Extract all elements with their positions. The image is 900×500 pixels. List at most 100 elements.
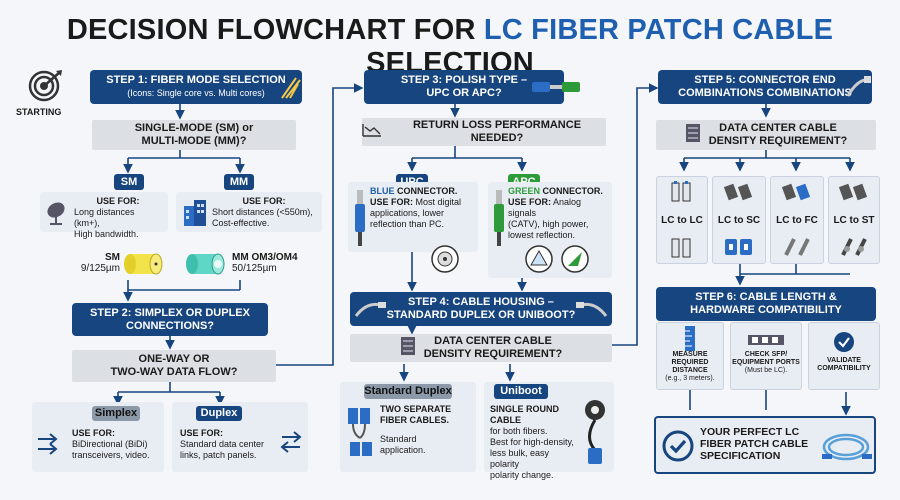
uniboot-line2: for both fibers. bbox=[490, 426, 548, 436]
duplex-desc: USE FOR: Standard data center links, pat… bbox=[180, 428, 278, 461]
server-rack-icon bbox=[400, 336, 416, 360]
simplex-desc2: transceivers, video. bbox=[72, 450, 150, 460]
target-icon bbox=[28, 68, 64, 104]
combo-lc-st: LC to ST bbox=[828, 176, 880, 264]
cable-right-icon bbox=[574, 296, 608, 322]
combo-label-lc-sc: LC to SC bbox=[717, 214, 761, 226]
step2-line1: STEP 2: SIMPLEX OR DUPLEX bbox=[90, 306, 250, 319]
step4-line1: STEP 4: CABLE HOUSING – bbox=[408, 296, 554, 308]
upc-color-word: BLUE bbox=[370, 186, 395, 196]
fiber-icon bbox=[280, 74, 302, 100]
apc-connector-icon bbox=[493, 190, 505, 249]
apc-use-for: USE FOR: bbox=[508, 197, 552, 207]
validate-l2: COMPATIBILITY bbox=[817, 365, 871, 372]
simplex-tag: Simplex bbox=[92, 406, 140, 421]
sm-spec: SM 9/125µm bbox=[60, 252, 120, 274]
lc-lc-top-icon bbox=[671, 181, 691, 202]
step5-cable-icon bbox=[846, 74, 872, 100]
uniboot-desc: SINGLE ROUND CABLE for both fibers. Best… bbox=[490, 404, 578, 481]
mm-fiber-cylinder bbox=[186, 250, 226, 278]
check-box: CHECK SFP/ EQUIPMENT PORTS (Must be LC). bbox=[730, 322, 802, 390]
duplex-card: Duplex USE FOR: Standard data center lin… bbox=[172, 402, 308, 472]
question-mode: SINGLE-MODE (SM) or MULTI-MODE (MM)? bbox=[92, 120, 296, 150]
uniboot-cable-icon bbox=[580, 398, 610, 471]
check-l2: EQUIPMENT PORTS bbox=[732, 359, 800, 366]
simplex-use-for: USE FOR: bbox=[72, 428, 116, 438]
measure-l4: (e.g., 3 meters). bbox=[665, 375, 715, 382]
combo-lc-sc: LC to SC bbox=[712, 176, 766, 264]
step6-line1: STEP 6: CABLE LENGTH & bbox=[695, 291, 837, 303]
simplex-desc: USE FOR: BiDirectional (BiDi) transceive… bbox=[72, 428, 164, 461]
apc-green-angle-icon bbox=[560, 244, 590, 274]
uniboot-tag: Uniboot bbox=[494, 384, 548, 399]
q1-line1: SINGLE-MODE (SM) or bbox=[134, 122, 254, 134]
final-text: YOUR PERFECT LC FIBER PATCH CABLE SPECIF… bbox=[700, 426, 820, 462]
upc-desc3: reflection than PC. bbox=[370, 219, 445, 229]
measure-box: MEASURE REQUIRED DISTANCE (e.g., 3 meter… bbox=[656, 322, 724, 390]
uniboot-line5: polarity bbox=[490, 459, 520, 469]
uniboot-line6: polarity change. bbox=[490, 470, 554, 480]
step1-title: STEP 1: FIBER MODE SELECTION bbox=[106, 74, 286, 86]
apc-angle-icon bbox=[524, 244, 554, 274]
title-part1: DECISION FLOWCHART FOR bbox=[66, 14, 484, 46]
step5-header: STEP 5: CONNECTOR END COMBINATIONS COMBI… bbox=[658, 70, 872, 104]
question-return-loss: RETURN LOSS PERFORMANCE NEEDED? bbox=[362, 118, 606, 146]
combo-lc-lc: LC to LC bbox=[656, 176, 708, 264]
combo-label-lc-lc: LC to LC bbox=[661, 214, 703, 226]
server-rack-icon-2 bbox=[685, 123, 701, 147]
start-label: STARTING bbox=[16, 107, 62, 117]
mm-tag: MM bbox=[224, 174, 254, 190]
lc-st-top-icon bbox=[838, 183, 868, 201]
duplex-tag: Duplex bbox=[196, 406, 242, 421]
uniboot-line3: Best for high-density, bbox=[490, 437, 574, 447]
std-duplex-line2: FIBER CABLES. bbox=[380, 415, 450, 425]
ruler-icon bbox=[685, 326, 695, 351]
mm-spec: MM OM3/OM4 50/125µm bbox=[232, 252, 318, 274]
duplex-desc2: links, patch panels. bbox=[180, 450, 257, 460]
upc-card: BLUE CONNECTOR. USE FOR: Most digital ap… bbox=[348, 182, 478, 252]
q2-line2: TWO-WAY DATA FLOW? bbox=[110, 366, 238, 378]
step5-line2: COMBINATIONS COMBINATIONS bbox=[678, 87, 852, 99]
apc-desc3: lowest reflection. bbox=[508, 230, 576, 240]
lc-lc-bottom-icon bbox=[671, 238, 691, 258]
uniboot-line4: less bulk, easy bbox=[490, 448, 550, 458]
final-l2: FIBER PATCH CABLE bbox=[700, 438, 809, 450]
step4-line2: STANDARD DUPLEX OR UNIBOOT? bbox=[386, 309, 576, 321]
apc-desc2: (CATV), high power, bbox=[508, 219, 589, 229]
chart-icon bbox=[362, 123, 382, 141]
uniboot-card: Uniboot SINGLE ROUND CABLE for both fibe… bbox=[484, 382, 614, 480]
duplex-use-for: USE FOR: bbox=[180, 428, 224, 438]
mm-spec1: MM OM3/OM4 bbox=[232, 252, 298, 263]
q1-line2: MULTI-MODE (MM)? bbox=[141, 135, 247, 147]
lc-fc-bottom-icon bbox=[784, 238, 810, 256]
apc-color-word: GREEN bbox=[508, 186, 541, 196]
mm-use-for: USE FOR: bbox=[242, 196, 286, 206]
step6-header: STEP 6: CABLE LENGTH & HARDWARE COMPATIB… bbox=[656, 287, 876, 321]
step6-line2: HARDWARE COMPATIBILITY bbox=[690, 304, 842, 316]
step5-line1: STEP 5: CONNECTOR END bbox=[694, 74, 836, 86]
q5-line1: DATA CENTER CABLE bbox=[719, 122, 837, 134]
check-l1: CHECK SFP/ bbox=[744, 351, 788, 358]
upc-use-for: USE FOR: bbox=[370, 197, 414, 207]
sm-spec2: 9/125µm bbox=[80, 263, 120, 274]
std-duplex-line1: TWO SEPARATE bbox=[380, 404, 452, 414]
validate-box: VALIDATE COMPATIBILITY bbox=[808, 322, 880, 390]
upc-connector-label: CONNECTOR. bbox=[394, 186, 458, 196]
final-specification: YOUR PERFECT LC FIBER PATCH CABLE SPECIF… bbox=[654, 416, 876, 474]
sm-desc2: High bandwidth. bbox=[74, 229, 139, 239]
building-icon bbox=[182, 198, 208, 229]
step3-line1: STEP 3: POLISH TYPE – bbox=[400, 74, 528, 86]
uniboot-line1: SINGLE ROUND CABLE bbox=[490, 404, 560, 425]
bidirectional-arrows-icon bbox=[278, 430, 304, 457]
lc-sc-top-icon bbox=[723, 183, 753, 201]
upc-desc2: applications, lower bbox=[370, 208, 445, 218]
step3-line2: UPC OR APC? bbox=[426, 87, 502, 99]
std-duplex-line3: Standard bbox=[380, 434, 417, 444]
final-l1: YOUR PERFECT LC bbox=[700, 426, 800, 438]
check-l3: (Must be LC). bbox=[744, 367, 788, 374]
std-duplex-line4: application. bbox=[380, 445, 426, 455]
